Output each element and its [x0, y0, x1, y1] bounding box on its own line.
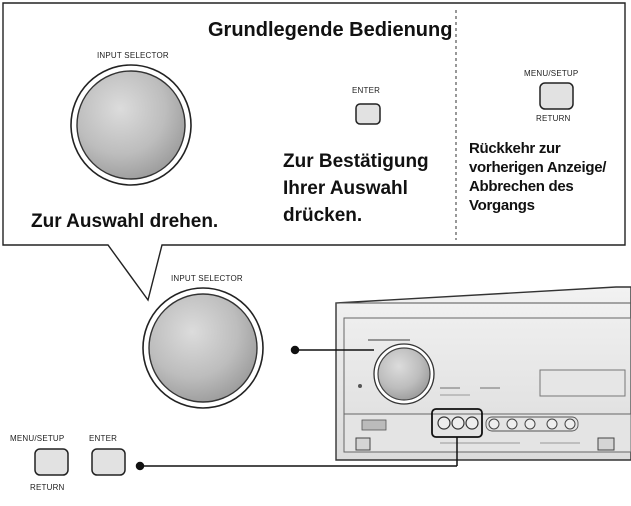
connector-buttons	[135, 437, 458, 471]
callout-input-selector-knob	[70, 64, 192, 186]
callout-return-text-line-3: Abbrechen des	[469, 178, 574, 195]
detail-input-selector-label: INPUT SELECTOR	[171, 274, 243, 283]
callout-press-text-line-2: Ihrer Auswahl	[283, 178, 408, 199]
callout-return-text-line-4: Vorgangs	[469, 197, 535, 214]
receiver-front-panel	[335, 286, 631, 461]
callout-press-text-line-1: Zur Bestätigung	[283, 151, 429, 172]
detail-menu-setup-button	[34, 448, 69, 476]
detail-input-selector-knob	[142, 287, 264, 409]
callout-enter-button	[355, 103, 381, 125]
callout-return-label: RETURN	[536, 114, 571, 123]
detail-enter-label: ENTER	[89, 434, 118, 443]
callout-return-text-line-1: Rückkehr zur	[469, 140, 561, 157]
callout-return-text-line-2: vorherigen Anzeige/	[469, 159, 607, 176]
detail-return-label: RETURN	[30, 483, 65, 492]
detail-enter-button	[91, 448, 126, 476]
connector-knob	[290, 345, 374, 355]
callout-title: Grundlegende Bedienung	[208, 19, 453, 41]
callout-press-text-line-3: drücken.	[283, 205, 363, 226]
detail-menu-setup-label: MENU/SETUP	[10, 434, 65, 443]
callout-menu-setup-button	[539, 82, 574, 110]
callout-menu-setup-label: MENU/SETUP	[524, 69, 579, 78]
callout-turn-text: Zur Auswahl drehen.	[31, 211, 219, 232]
callout-input-selector-label: INPUT SELECTOR	[97, 51, 169, 60]
callout-enter-label: ENTER	[352, 86, 381, 95]
